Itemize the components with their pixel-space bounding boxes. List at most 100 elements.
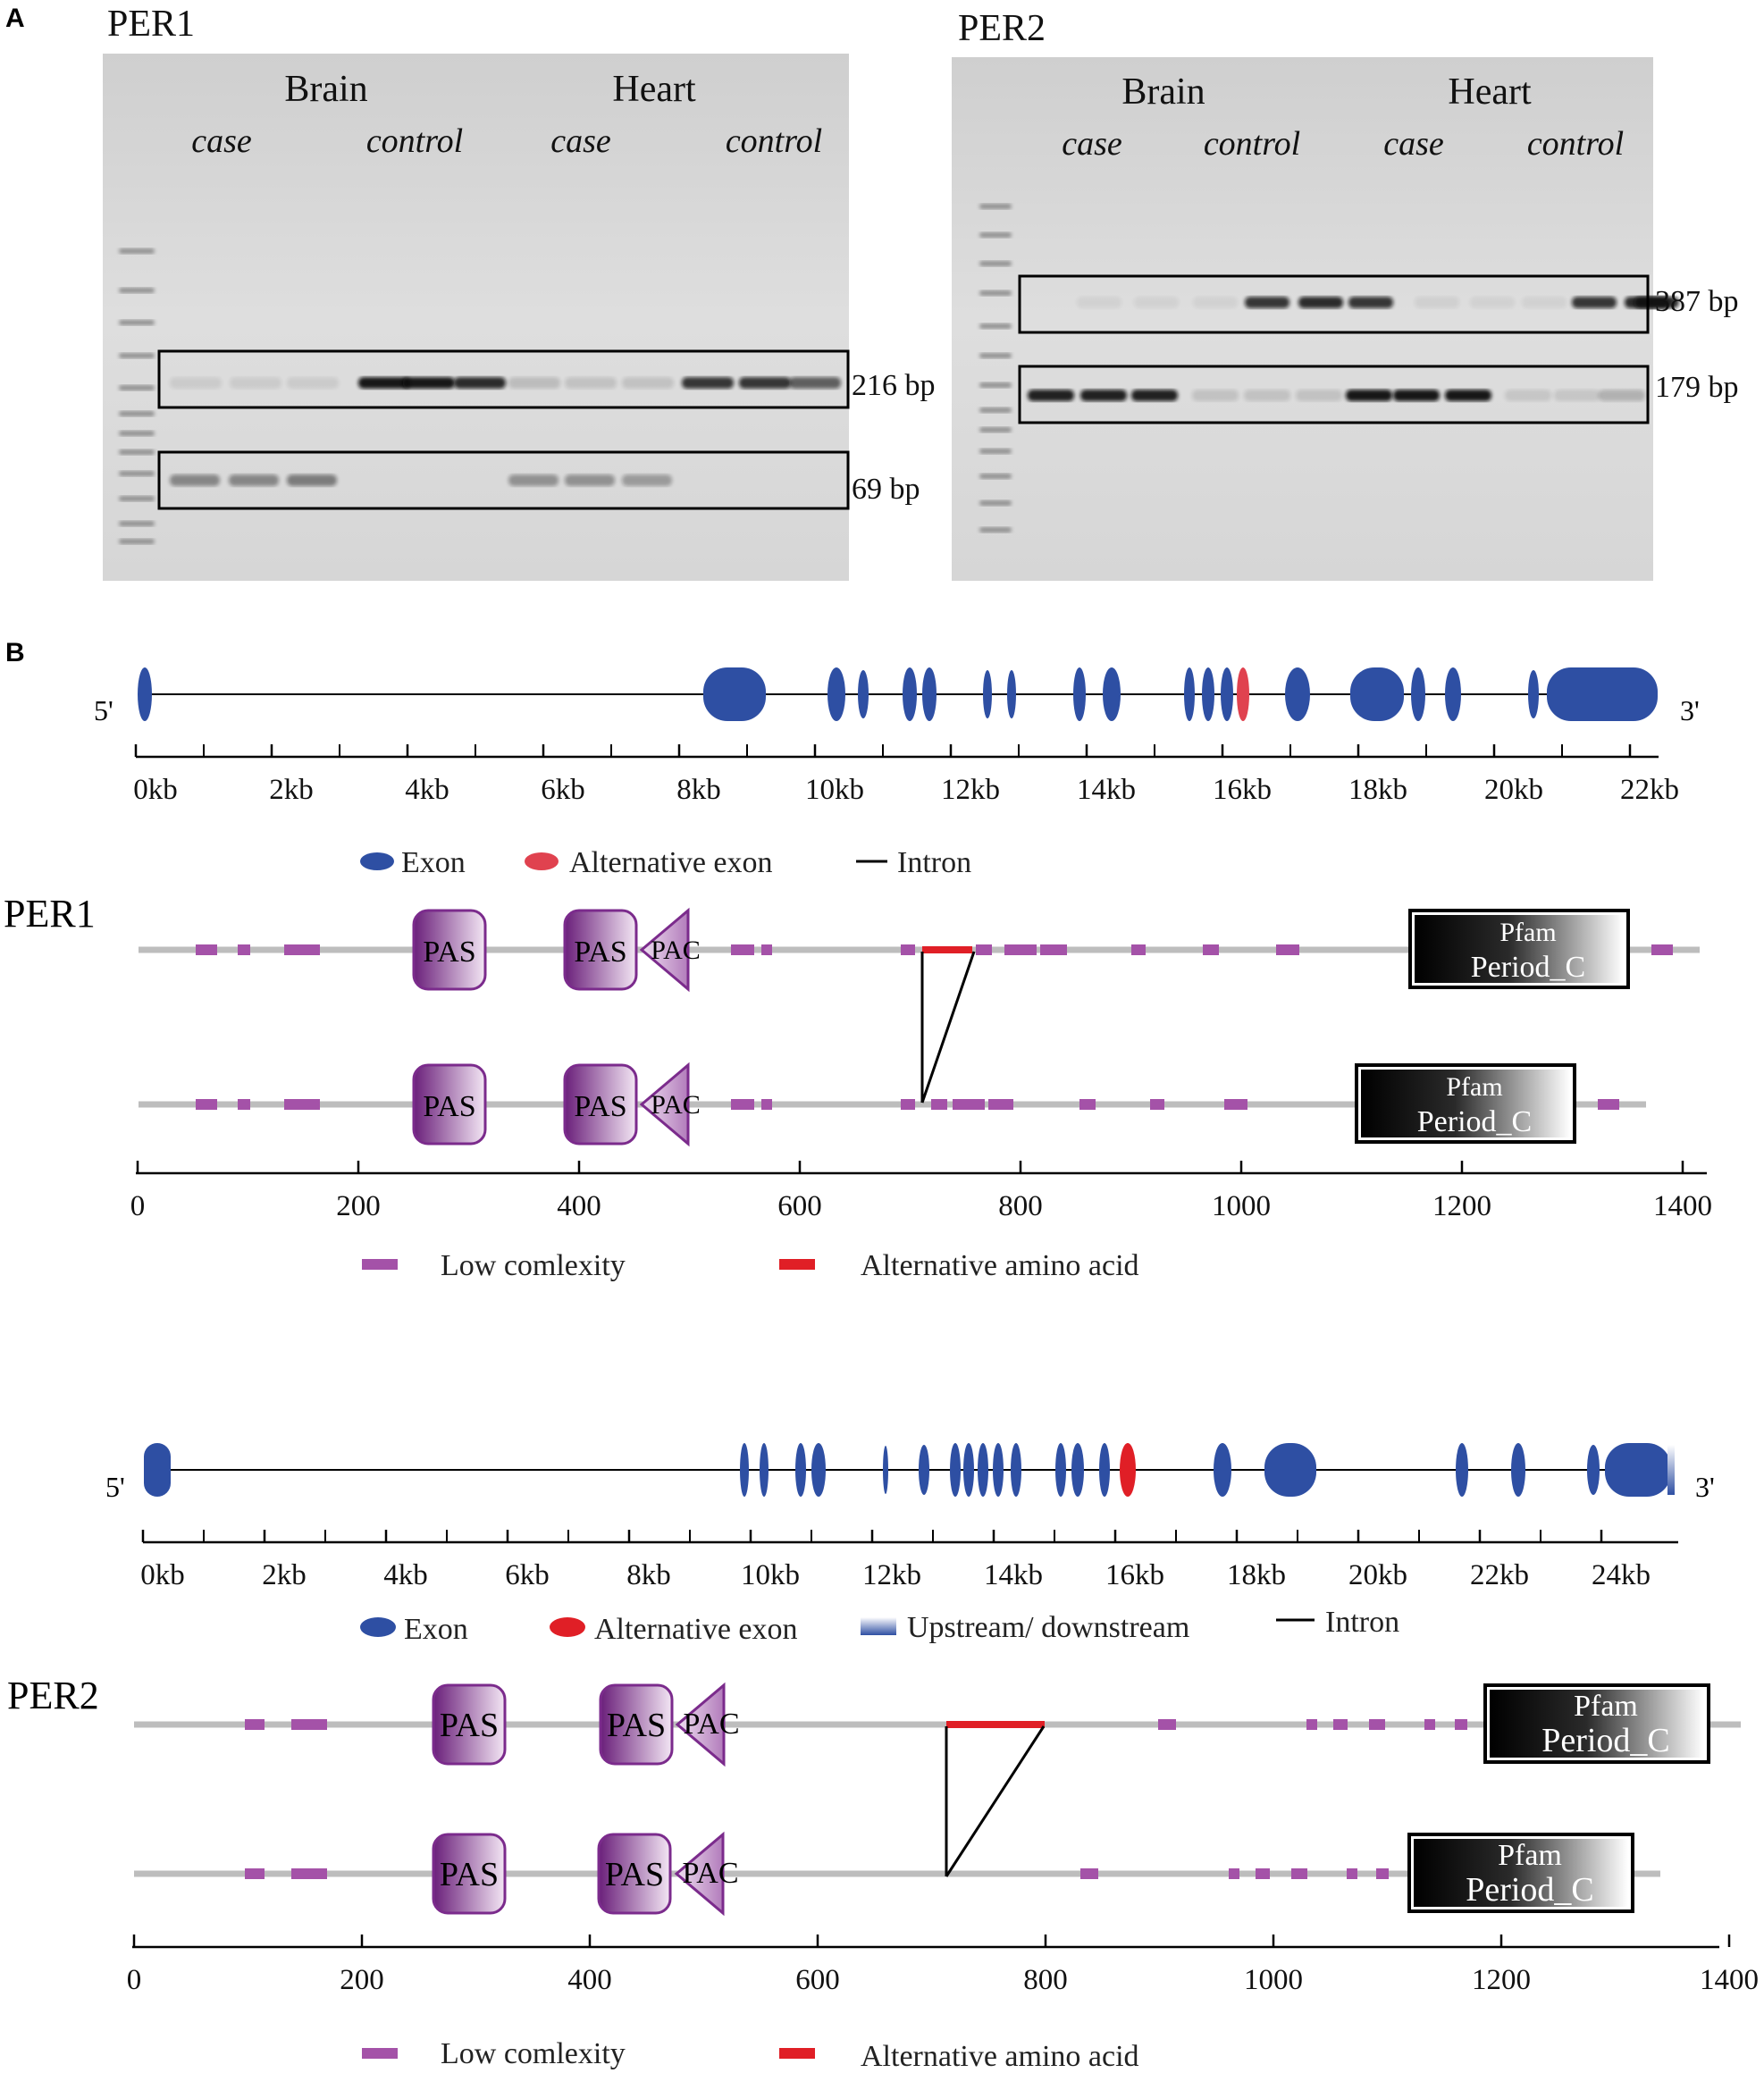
exon xyxy=(1214,1443,1231,1497)
low-complexity-region xyxy=(953,1099,985,1110)
pac-domain-label: PAC xyxy=(651,1090,701,1120)
gel-band xyxy=(1505,390,1551,401)
axis-tick-label: 6kb xyxy=(505,1559,550,1591)
legend-exon-label: Exon xyxy=(401,846,466,879)
axis-tick-label: 1000 xyxy=(1212,1190,1271,1222)
exon xyxy=(1411,667,1425,721)
low-complexity-region xyxy=(901,1099,915,1110)
gel-band xyxy=(1415,297,1459,308)
gel-per2-group-label: case xyxy=(1062,125,1122,163)
gel-per2-box-179 xyxy=(1018,365,1650,424)
pac-domain-label: PAC xyxy=(682,1857,738,1890)
gel-band xyxy=(1028,390,1074,401)
axis-tick-label: 20kb xyxy=(1348,1559,1407,1591)
panel-a-label: A xyxy=(5,4,25,33)
exon xyxy=(1099,1443,1110,1497)
axis-tick-label: 0 xyxy=(127,1964,142,1996)
per1-protein-title: PER1 xyxy=(4,892,96,936)
exon xyxy=(963,1443,974,1497)
low-complexity-region xyxy=(196,944,217,955)
low-complexity-region xyxy=(1158,1719,1176,1730)
per1-protein-legend: Low comlexity Alternative amino acid xyxy=(362,1249,1139,1282)
exon xyxy=(919,1445,929,1495)
pfam-domain-fill xyxy=(1361,1070,1570,1137)
ladder-band xyxy=(119,320,155,325)
gel-band xyxy=(565,377,617,389)
axis-tick-label: 14kb xyxy=(1077,774,1136,806)
legend-low-complexity-swatch xyxy=(362,1259,398,1270)
gel-per2: PER2 Brain Heart case control case contr… xyxy=(952,8,1739,581)
pas-domain-label: PAS xyxy=(423,936,475,969)
pfam-domain-name: Period_C xyxy=(1417,1105,1532,1138)
pac-domain xyxy=(674,1831,725,1917)
exon xyxy=(1528,670,1539,718)
legend-intron-label: Intron xyxy=(1325,1606,1399,1639)
axis-tick-label: 1200 xyxy=(1432,1190,1491,1222)
ladder-band xyxy=(979,474,1012,479)
exon xyxy=(1285,667,1310,721)
gel-band xyxy=(170,474,220,486)
gel-band xyxy=(287,474,337,486)
gel-band xyxy=(622,377,674,389)
axis-tick-label: 1200 xyxy=(1472,1964,1531,1996)
per1-five-prime: 5' xyxy=(94,694,113,726)
exon xyxy=(983,670,992,718)
ladder-band xyxy=(119,353,155,358)
axis-tick-label: 0 xyxy=(130,1190,146,1222)
legend-upstream-downstream-label: Upstream/ downstream xyxy=(907,1611,1189,1644)
axis-tick-label: 1400 xyxy=(1653,1190,1712,1222)
gel-band xyxy=(739,377,791,389)
ladder-band xyxy=(979,407,1012,413)
gel-band xyxy=(1077,297,1121,308)
low-complexity-region xyxy=(291,1868,327,1879)
legend-alternative-amino-acid-swatch xyxy=(779,1259,815,1270)
ladder-band xyxy=(979,427,1012,432)
gel-band xyxy=(1554,390,1600,401)
gel-band xyxy=(508,377,560,389)
gel-band xyxy=(1244,390,1290,401)
pfam-domain-fill xyxy=(1415,915,1624,983)
exon xyxy=(1221,667,1233,721)
legend-exon-swatch xyxy=(360,852,394,870)
alternative-exon xyxy=(1237,667,1249,721)
low-complexity-region xyxy=(1040,944,1067,955)
gel-band xyxy=(403,377,455,389)
legend-low-complexity-swatch xyxy=(362,2048,398,2059)
pas-domain xyxy=(563,909,638,991)
gel-band xyxy=(789,377,841,389)
gel-band xyxy=(1134,297,1179,308)
exon xyxy=(1055,1443,1066,1497)
low-complexity-region xyxy=(196,1099,217,1110)
legend-alternative-amino-acid-label: Alternative amino acid xyxy=(861,1249,1139,1282)
exon xyxy=(138,667,152,721)
exon xyxy=(858,670,869,718)
gel-per2-group-label: control xyxy=(1527,125,1624,163)
pac-domain-label: PAC xyxy=(651,936,701,965)
legend-low-complexity-label: Low comlexity xyxy=(441,1249,626,1282)
legend-low-complexity-label: Low comlexity xyxy=(441,2037,626,2070)
low-complexity-region xyxy=(1369,1719,1385,1730)
axis-tick-label: 20kb xyxy=(1484,774,1543,806)
axis-tick-label: 16kb xyxy=(1105,1559,1164,1591)
exon xyxy=(740,1443,749,1497)
ladder-band xyxy=(119,521,155,526)
ladder-band xyxy=(979,353,1012,358)
gel-per1-bands xyxy=(170,377,841,486)
low-complexity-region xyxy=(901,944,915,955)
low-complexity-region xyxy=(731,944,754,955)
upstream-downstream-region xyxy=(1667,1445,1675,1495)
axis-tick-label: 400 xyxy=(567,1964,612,1996)
axis-tick-label: 1400 xyxy=(1700,1964,1759,1996)
low-complexity-region xyxy=(1306,1719,1317,1730)
axis-tick-label: 10kb xyxy=(741,1559,800,1591)
axis-tick-label: 8kb xyxy=(626,1559,671,1591)
axis-tick-label: 14kb xyxy=(984,1559,1043,1591)
per2-exons xyxy=(144,1443,1675,1497)
low-complexity-region xyxy=(1080,1868,1098,1879)
axis-tick-label: 600 xyxy=(795,1964,840,1996)
